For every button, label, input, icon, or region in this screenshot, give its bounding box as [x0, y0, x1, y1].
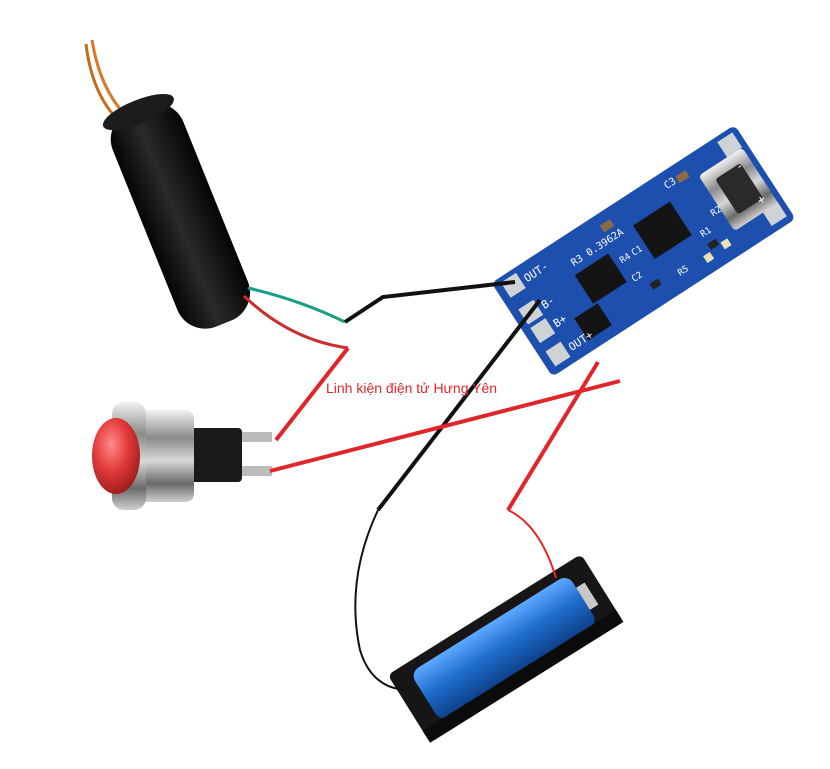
- battery-cell: [413, 577, 595, 719]
- wire-red-b-plus-to-battery: [506, 360, 600, 512]
- button-nut: [138, 410, 194, 502]
- battery-holder-icon: [389, 556, 624, 743]
- wire-red-button-to-out-plus: [269, 379, 621, 473]
- wire-black-battery-negative: [376, 298, 542, 512]
- resistor: [649, 278, 662, 290]
- charger-module-icon: OUT- B- B+ OUT+ R3 0.3962A C3 R4 C1 C2 R…: [493, 127, 794, 375]
- label-c2: C2: [630, 270, 645, 284]
- pad-out-plus: [545, 341, 571, 367]
- push-button-icon: [92, 402, 272, 510]
- led: [703, 251, 715, 263]
- holder-rim: [422, 610, 624, 743]
- coil-body: [110, 103, 251, 329]
- wire-black-out-minus: [343, 280, 516, 324]
- pad-b-plus: [530, 318, 556, 344]
- high-voltage-coil-icon: [84, 39, 349, 350]
- coil-cap: [102, 94, 174, 131]
- capacitor: [599, 219, 615, 233]
- usb-port-icon: [700, 148, 777, 230]
- battery-terminal: [576, 582, 599, 610]
- label-b-minus: B-: [539, 294, 557, 312]
- ic-mosfet: [574, 303, 612, 341]
- green-lead: [247, 286, 346, 324]
- label-r5: R5: [676, 264, 691, 278]
- capacitor: [675, 170, 690, 184]
- pad-in-minus: [717, 132, 743, 158]
- label-c1: C1: [630, 244, 645, 258]
- button-housing: [186, 428, 242, 482]
- red-lead: [242, 294, 349, 350]
- watermark-text: Linh kiện điện tử Hưng Yên: [326, 380, 498, 396]
- pad-out-minus: [500, 272, 526, 298]
- button-cap: [92, 418, 140, 494]
- resistor: [707, 238, 720, 250]
- led: [720, 238, 732, 250]
- ic-protection: [574, 253, 627, 304]
- label-r1: R1: [699, 226, 714, 240]
- label-r2: R2: [709, 205, 724, 219]
- wire-black-battery-lead: [354, 509, 411, 691]
- label-b-plus: B+: [551, 312, 570, 330]
- wire-red-battery-lead: [507, 509, 557, 579]
- button-lug: [236, 432, 272, 442]
- wire-red-coil-to-button: [274, 346, 350, 442]
- label-r4: R4: [618, 252, 633, 266]
- button-lug: [236, 466, 272, 476]
- ic-charger: [633, 201, 692, 260]
